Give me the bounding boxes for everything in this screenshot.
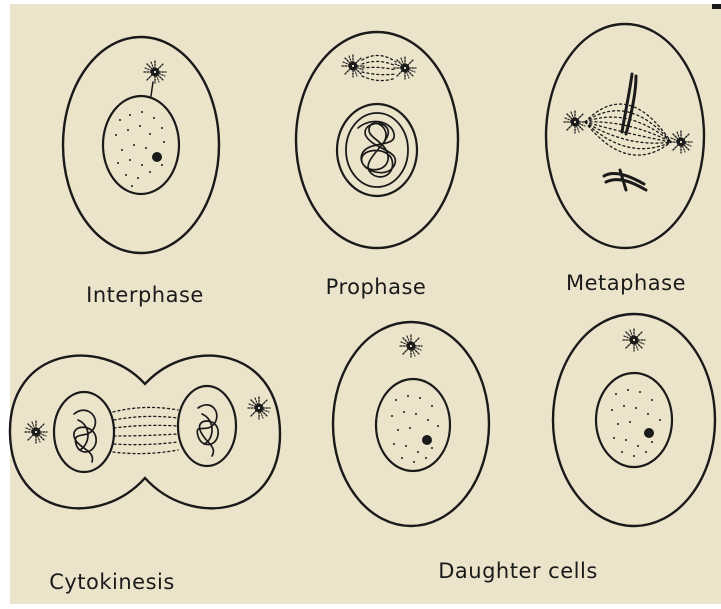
centrosome-aster bbox=[564, 111, 586, 133]
centrosome-aster bbox=[400, 335, 422, 357]
centrosome-aster bbox=[342, 55, 364, 77]
label-cytokinesis: Cytokinesis bbox=[49, 570, 175, 594]
nucleolus bbox=[644, 428, 654, 438]
label-prophase: Prophase bbox=[326, 275, 427, 299]
centrosome-aster bbox=[25, 421, 47, 443]
centrosome-aster bbox=[248, 397, 270, 419]
centrosome-aster bbox=[394, 57, 416, 79]
nucleolus bbox=[422, 435, 432, 445]
centrosome-aster bbox=[144, 61, 166, 83]
label-interphase: Interphase bbox=[86, 283, 204, 307]
centrosome-aster bbox=[623, 329, 645, 351]
label-daughter-cells: Daughter cells bbox=[438, 559, 598, 583]
centrosome-aster bbox=[670, 131, 692, 153]
nucleolus bbox=[152, 152, 162, 162]
edge-mark bbox=[712, 4, 721, 9]
label-metaphase: Metaphase bbox=[566, 271, 686, 295]
